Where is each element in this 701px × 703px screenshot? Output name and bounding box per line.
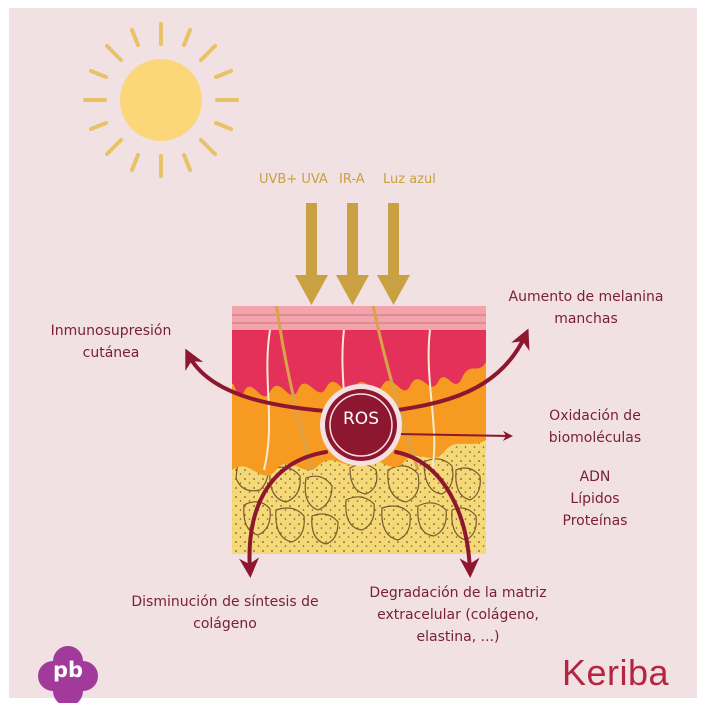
matrix-degradation-label: Degradación de la matriz extracelular (c… [360, 582, 556, 648]
pb-logo-text: pb [38, 658, 98, 682]
melanin-label: Aumento de melanina manchas [498, 286, 674, 330]
immunosuppression-label: Inmunosupresión cutánea [36, 320, 186, 364]
biomolecules-list: ADN Lípidos Proteínas [545, 466, 645, 532]
uvb-uva-label: UVB+ UVA [259, 172, 328, 187]
ros-label: ROS [321, 409, 401, 429]
oxidation-label: Oxidación de biomoléculas [520, 405, 670, 449]
blue-light-label: Luz azul [383, 172, 436, 187]
collagen-synthesis-label: Disminución de síntesis de colágeno [112, 591, 338, 635]
keriba-logo: Keriba [562, 652, 669, 694]
radiation-arrows [295, 203, 410, 305]
sun-icon [85, 24, 237, 176]
ira-label: IR-A [339, 172, 365, 187]
